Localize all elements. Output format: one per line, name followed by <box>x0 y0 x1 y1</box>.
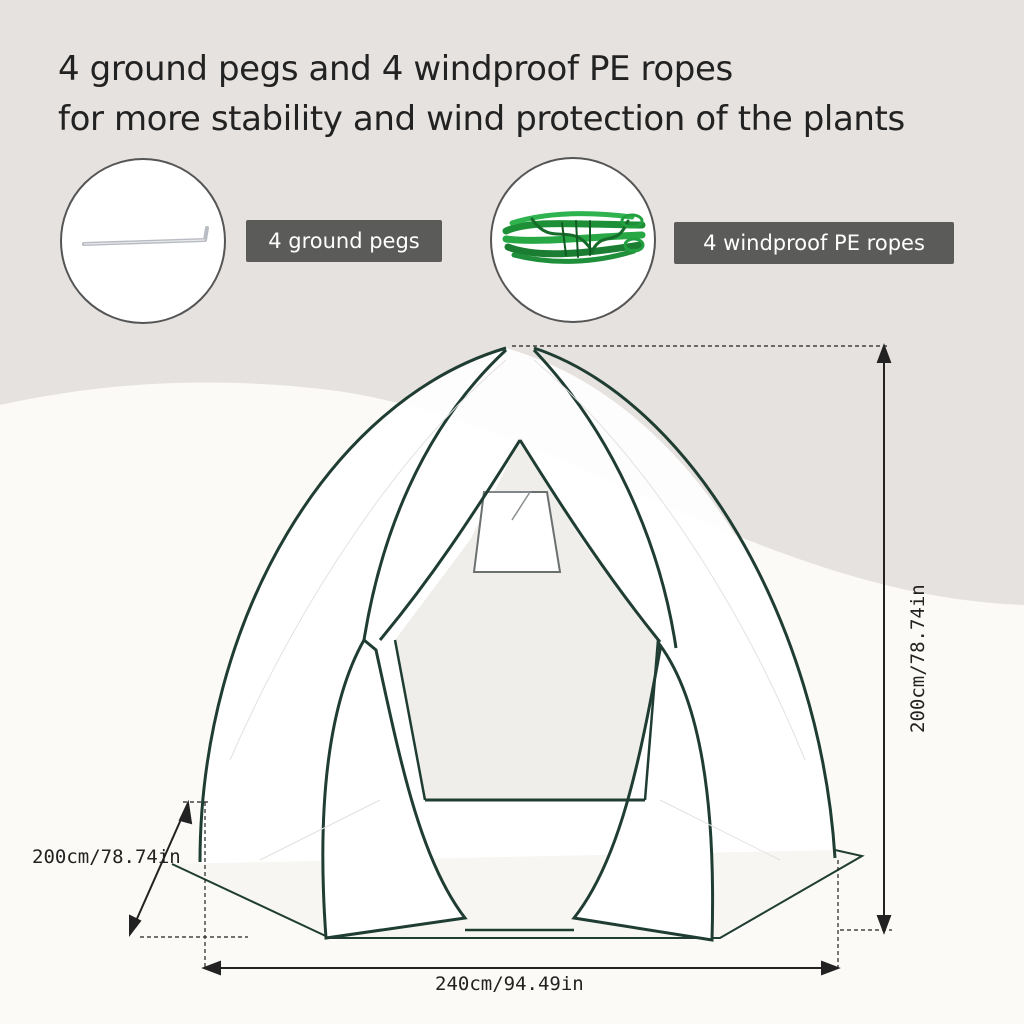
depth-dimension-label: 200cm/78.74in <box>32 846 181 868</box>
pe-ropes-label: 4 windproof PE ropes <box>674 222 954 264</box>
ground-peg-circle <box>60 158 226 324</box>
ground-peg-icon <box>82 226 209 246</box>
headline-line-1: 4 ground pegs and 4 windproof PE ropes <box>58 49 733 89</box>
height-dimension-label: 200cm/78.74in <box>907 584 929 733</box>
pe-rope-circle <box>490 157 656 323</box>
pe-rope-icon <box>502 211 646 264</box>
headline-line-2: for more stability and wind protection o… <box>58 99 905 139</box>
headline: 4 ground pegs and 4 windproof PE ropes f… <box>58 44 998 144</box>
ground-pegs-label: 4 ground pegs <box>246 220 442 262</box>
width-dimension-label: 240cm/94.49in <box>435 973 584 995</box>
